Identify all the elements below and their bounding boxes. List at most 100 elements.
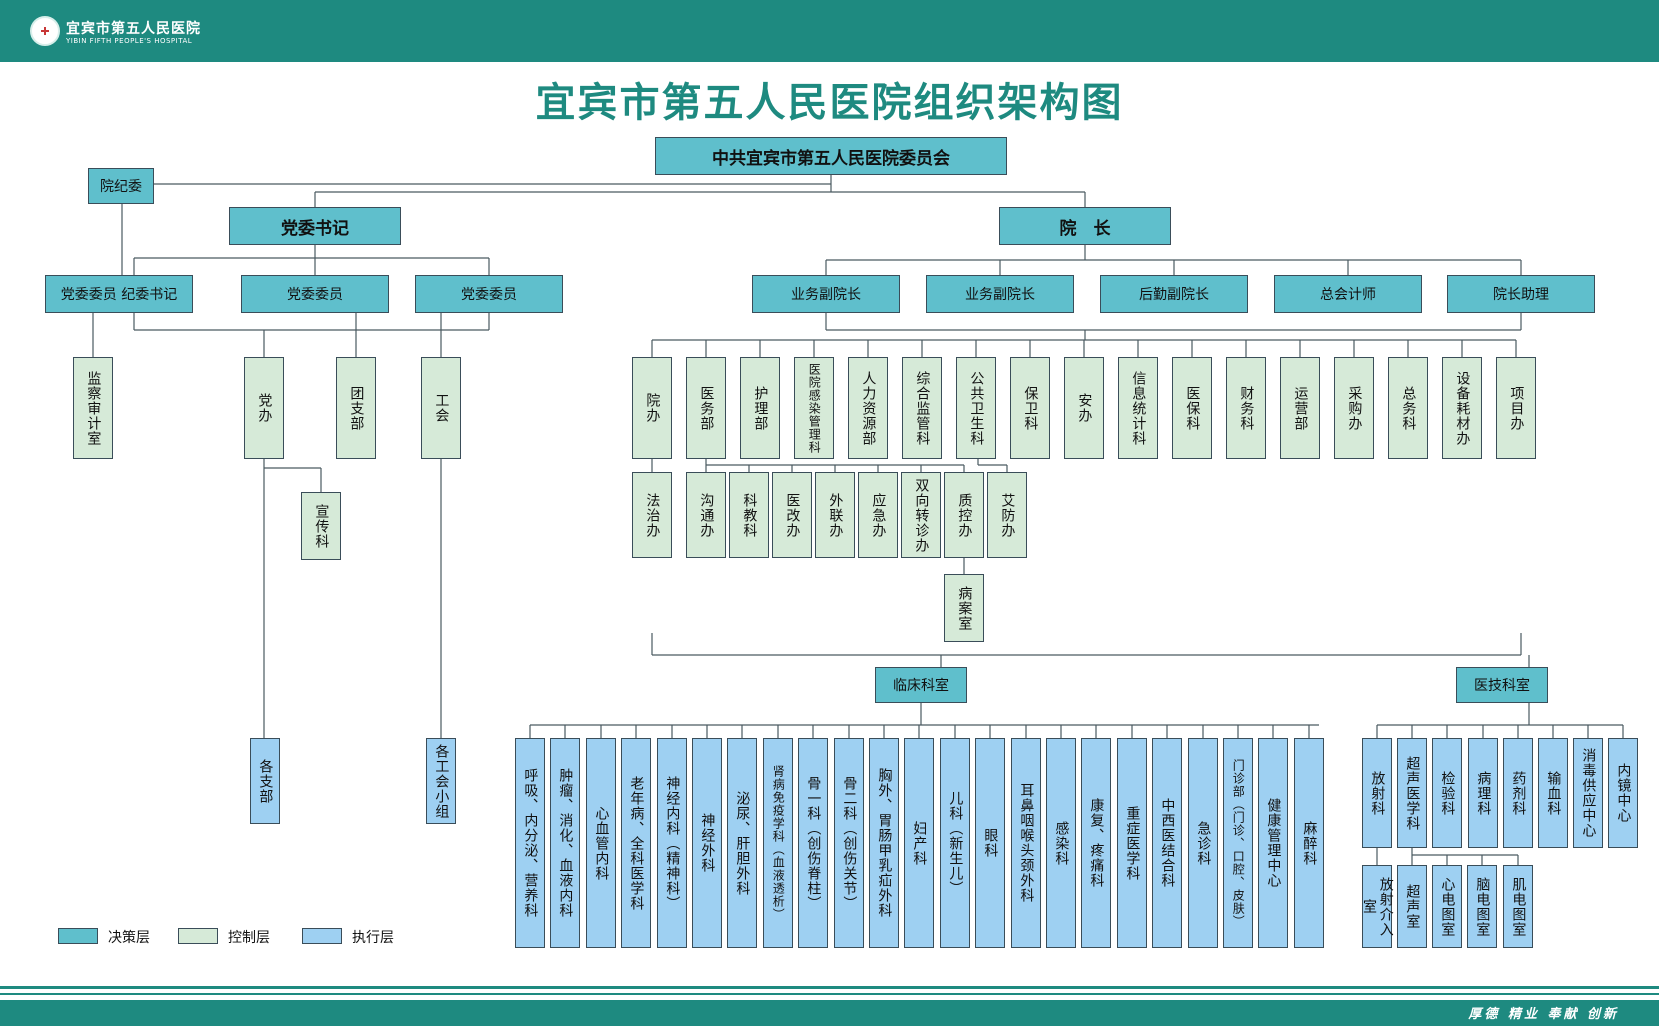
clinical-dept-node: 中西医结合科 (1152, 738, 1182, 948)
medical-sub-node: 应急办 (858, 472, 898, 558)
legend-label: 决策层 (108, 930, 150, 946)
hospital-cross-logo-icon (30, 16, 60, 46)
medical-sub-node: 双向转诊办 (901, 472, 941, 558)
legal-office-node: 法治办 (632, 472, 672, 558)
logo-english-name: YIBIN FIFTH PEOPLE'S HOSPITAL (66, 37, 193, 45)
ultrasound-sub-node: 心电图室 (1432, 865, 1462, 948)
medical-records-node: 病案室 (944, 574, 984, 642)
footer-rule (0, 993, 1659, 995)
public-health-node: 公共卫生科 (956, 357, 996, 459)
tech-dept-node: 放射科 (1362, 738, 1392, 848)
vice-role-node: 业务副院长 (926, 275, 1074, 313)
safety-office-node: 安办 (1064, 357, 1104, 459)
vice-role-node: 后勤副院长 (1100, 275, 1248, 313)
clinical-dept-node: 泌尿、肝胆外科 (727, 738, 757, 948)
clinical-dept-node: 康复、疼痛科 (1081, 738, 1111, 948)
branches-node: 各支部 (250, 738, 280, 824)
tech-dept-node: 超声医学科 (1397, 738, 1427, 848)
supervision-audit-node: 监察审计室 (73, 357, 113, 459)
medical-sub-node: 质控办 (944, 472, 984, 558)
party-committee-node: 中共宜宾市第五人民医院委员会 (655, 137, 1007, 175)
clinical-dept-node: 骨一科（创伤脊柱） (798, 738, 828, 948)
infection-control-node: 医院感染管理科 (794, 357, 834, 459)
clinical-dept-node: 感染科 (1046, 738, 1076, 948)
ultrasound-sub-node: 超声室 (1397, 865, 1427, 948)
clinical-dept-node: 眼科 (975, 738, 1005, 948)
legend-swatch (302, 928, 342, 944)
vice-role-node: 总会计师 (1274, 275, 1422, 313)
clinical-dept-node: 急诊科 (1188, 738, 1218, 948)
ultrasound-sub-node: 脑电图室 (1467, 865, 1497, 948)
party-member-node: 党委委员 (241, 275, 389, 313)
president-node: 院 长 (999, 207, 1171, 245)
clinical-dept-node: 神经外科 (692, 738, 722, 948)
supervision-node: 综合监管科 (902, 357, 942, 459)
info-stats-node: 信息统计科 (1118, 357, 1158, 459)
radiology-intervention-node: 放射介入室 (1361, 865, 1394, 948)
clinical-dept-node: 胸外、胃肠甲乳疝外科 (869, 738, 899, 948)
hr-node: 人力资源部 (848, 357, 888, 459)
youth-league-node: 团支部 (336, 357, 376, 459)
clinical-dept-node: 神经内科（精神科） (657, 738, 687, 948)
party-secretary-node: 党委书记 (229, 207, 401, 245)
clinical-dept-node: 呼吸、内分泌、营养科 (515, 738, 545, 948)
clinical-dept-node: 重症医学科 (1117, 738, 1147, 948)
legend-swatch (58, 928, 98, 944)
tech-dept-node: 消毒供应中心 (1573, 738, 1603, 848)
medical-sub-node: 科教科 (729, 472, 769, 558)
tech-depts-node: 医技科室 (1456, 667, 1548, 703)
party-member-node: 党委委员 纪委书记 (45, 275, 193, 313)
union-node: 工会 (421, 357, 461, 459)
clinical-dept-node: 门诊部（门诊、口腔、皮肤） (1223, 738, 1253, 948)
party-office-node: 党办 (244, 357, 284, 459)
legend-label: 控制层 (228, 930, 270, 946)
clinical-depts-node: 临床科室 (875, 667, 967, 703)
union-groups-node: 各工会小组 (426, 738, 456, 824)
clinical-dept-node: 妇产科 (904, 738, 934, 948)
president-office-node: 院办 (632, 357, 672, 459)
clinical-dept-node: 骨二科（创伤关节） (834, 738, 864, 948)
medical-insurance-node: 医保科 (1172, 357, 1212, 459)
footer-slogan: 厚德 精业 奉献 创新 (1468, 1007, 1619, 1022)
vice-role-node: 院长助理 (1447, 275, 1595, 313)
footer-rule (0, 986, 1659, 989)
vice-role-node: 业务副院长 (752, 275, 900, 313)
legend-label: 执行层 (352, 930, 394, 946)
nursing-node: 护理部 (740, 357, 780, 459)
medical-affairs-node: 医务部 (686, 357, 726, 459)
clinical-dept-node: 心血管内科 (586, 738, 616, 948)
header-bar: 宜宾市第五人民医院 YIBIN FIFTH PEOPLE'S HOSPITAL (0, 0, 1659, 62)
logo-chinese-name: 宜宾市第五人民医院 (66, 21, 201, 37)
footer-bar (0, 1000, 1659, 1026)
finance-node: 财务科 (1226, 357, 1266, 459)
security-node: 保卫科 (1010, 357, 1050, 459)
tech-dept-node: 检验科 (1432, 738, 1462, 848)
ultrasound-sub-node: 肌电图室 (1503, 865, 1533, 948)
medical-sub-node: 沟通办 (686, 472, 726, 558)
tech-dept-node: 药剂科 (1503, 738, 1533, 848)
clinical-dept-node: 老年病、全科医学科 (621, 738, 651, 948)
medical-sub-node: 外联办 (815, 472, 855, 558)
procurement-node: 采购办 (1334, 357, 1374, 459)
discipline-committee-node: 院纪委 (88, 168, 154, 204)
equipment-node: 设备耗材办 (1442, 357, 1482, 459)
clinical-dept-node: 肿瘤、消化、血液内科 (550, 738, 580, 948)
legend-swatch (178, 928, 218, 944)
tech-dept-node: 病理科 (1468, 738, 1498, 848)
clinical-dept-node: 麻醉科 (1294, 738, 1324, 948)
project-office-node: 项目办 (1496, 357, 1536, 459)
propaganda-node: 宣传科 (301, 492, 341, 560)
tech-dept-node: 输血科 (1538, 738, 1568, 848)
page-title: 宜宾市第五人民医院组织架构图 (535, 80, 1124, 126)
clinical-dept-node: 儿科（新生儿） (940, 738, 970, 948)
party-member-node: 党委委员 (415, 275, 563, 313)
clinical-dept-node: 耳鼻咽喉头颈外科 (1011, 738, 1041, 948)
clinical-dept-node: 健康管理中心 (1258, 738, 1288, 948)
tech-dept-node: 内镜中心 (1608, 738, 1638, 848)
aids-office-node: 艾防办 (987, 472, 1027, 558)
general-affairs-node: 总务科 (1388, 357, 1428, 459)
medical-sub-node: 医改办 (772, 472, 812, 558)
operations-node: 运营部 (1280, 357, 1320, 459)
clinical-dept-node: 肾病免疫学科（血液透析） (763, 738, 793, 948)
